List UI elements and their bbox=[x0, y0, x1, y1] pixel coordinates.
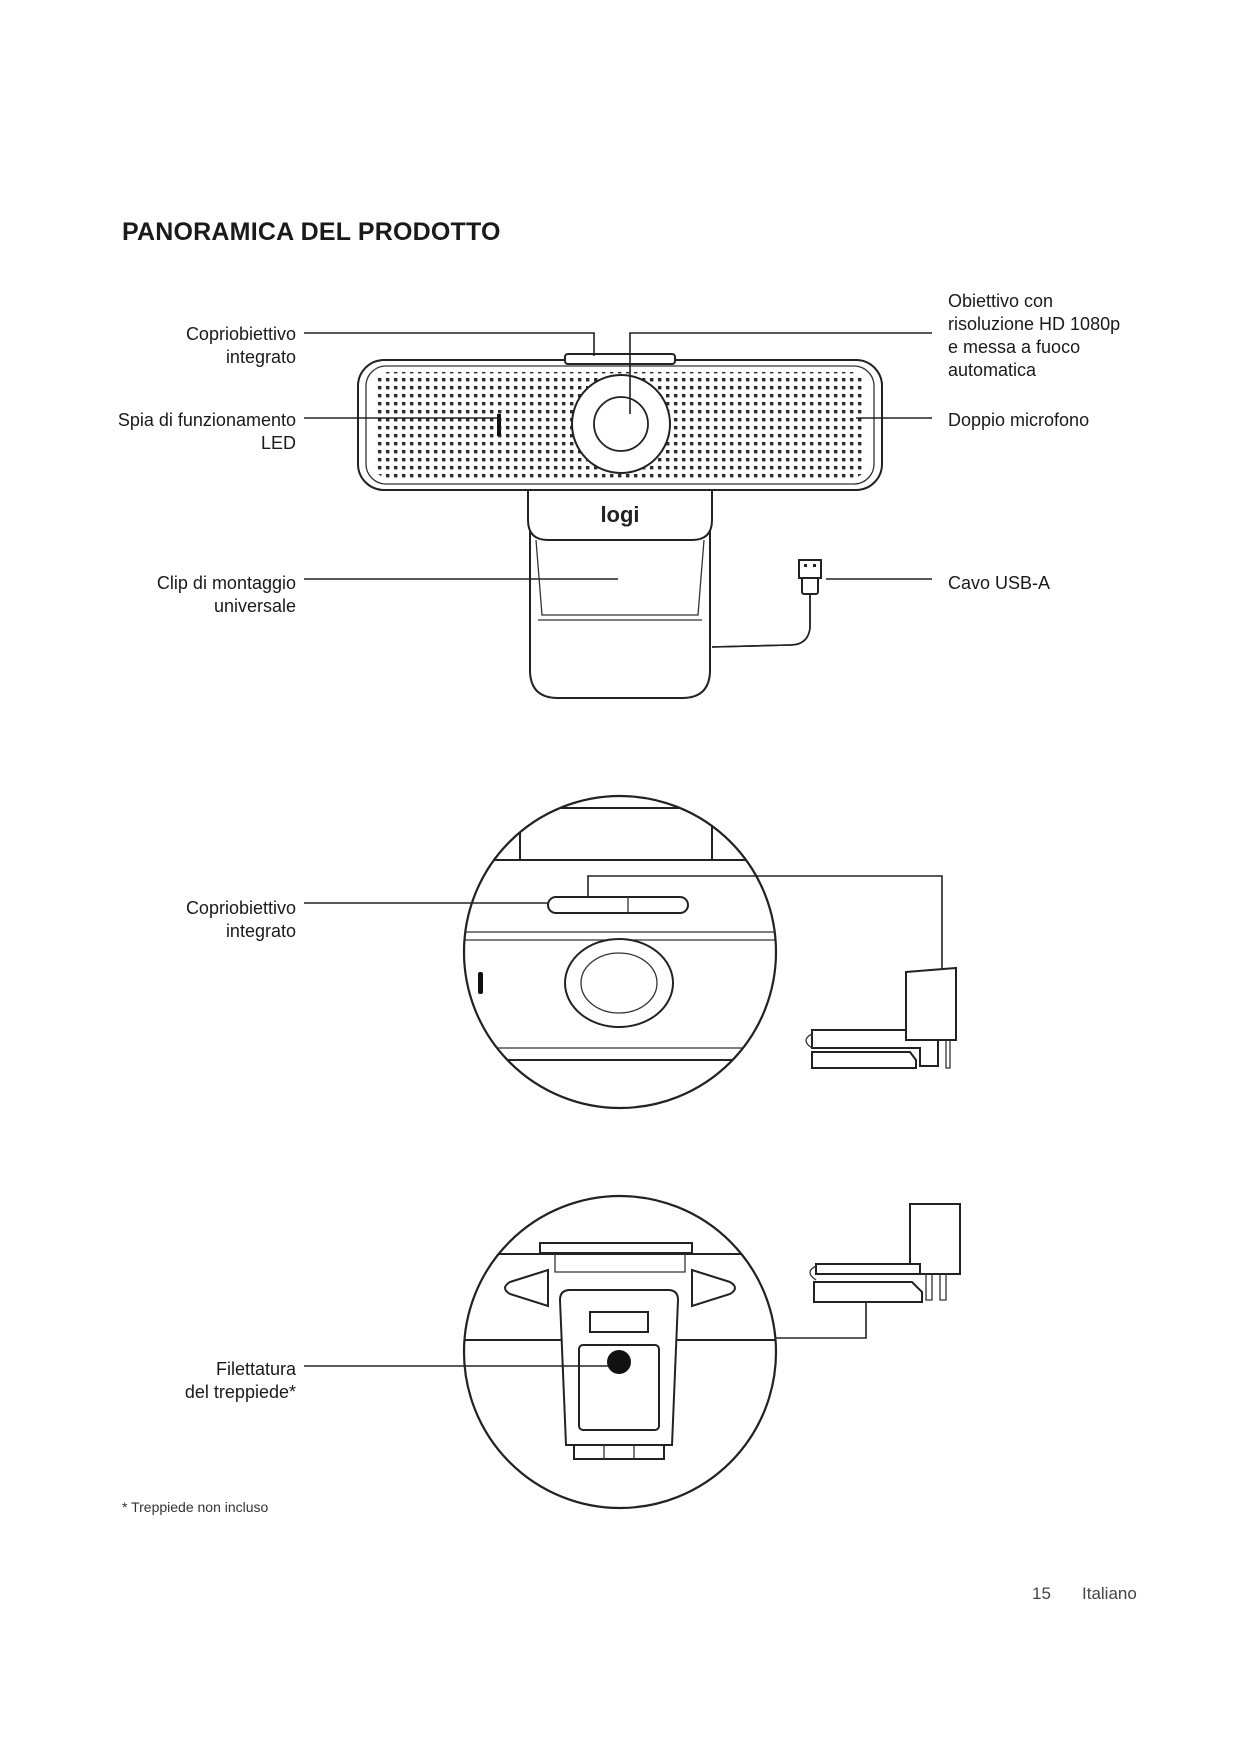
webcam-side-view-top bbox=[805, 966, 957, 1069]
label-lens-cover: Copriobiettivo integrato bbox=[185, 324, 296, 367]
label-tripod-thread: Filettatura del treppiede* bbox=[184, 1359, 296, 1402]
page-number: 15 bbox=[1032, 1584, 1051, 1603]
lens-cover-tab bbox=[564, 353, 676, 365]
detail-tripod-thread bbox=[304, 1194, 961, 1510]
webcam-side-view-bottom bbox=[809, 1203, 961, 1303]
label-mics: Doppio microfono bbox=[948, 410, 1090, 430]
label-lens: Obiettivo con risoluzione HD 1080p e mes… bbox=[948, 291, 1121, 380]
detail-lens-cover bbox=[304, 794, 957, 1110]
lens-icon bbox=[593, 396, 649, 452]
leader-lens-cover bbox=[304, 332, 595, 356]
webcam-front-view: logi bbox=[304, 332, 932, 699]
mount-clip: logi bbox=[527, 484, 713, 699]
language-label: Italiano bbox=[1082, 1584, 1137, 1603]
footnote: * Treppiede non incluso bbox=[122, 1499, 269, 1515]
label-usb-cable: Cavo USB-A bbox=[948, 573, 1051, 593]
lens-cover-slider bbox=[547, 896, 689, 914]
detail-circle-top bbox=[462, 794, 778, 1110]
usb-cable-wire bbox=[711, 594, 811, 648]
label-clip: Clip di montaggio universale bbox=[156, 573, 296, 616]
lens-outer-detail bbox=[564, 938, 674, 1028]
label-led: Spia di funzionamento LED bbox=[117, 410, 296, 453]
leader-lens bbox=[629, 332, 932, 414]
led-indicator bbox=[497, 414, 501, 436]
tripod-thread-hole bbox=[607, 1350, 631, 1374]
logi-logo: logi bbox=[600, 502, 639, 527]
page-title: PANORAMICA DEL PRODOTTO bbox=[122, 218, 501, 246]
detail-circle-bottom bbox=[462, 1194, 778, 1510]
label-detail-lens-cover: Copriobiettivo integrato bbox=[185, 898, 296, 941]
